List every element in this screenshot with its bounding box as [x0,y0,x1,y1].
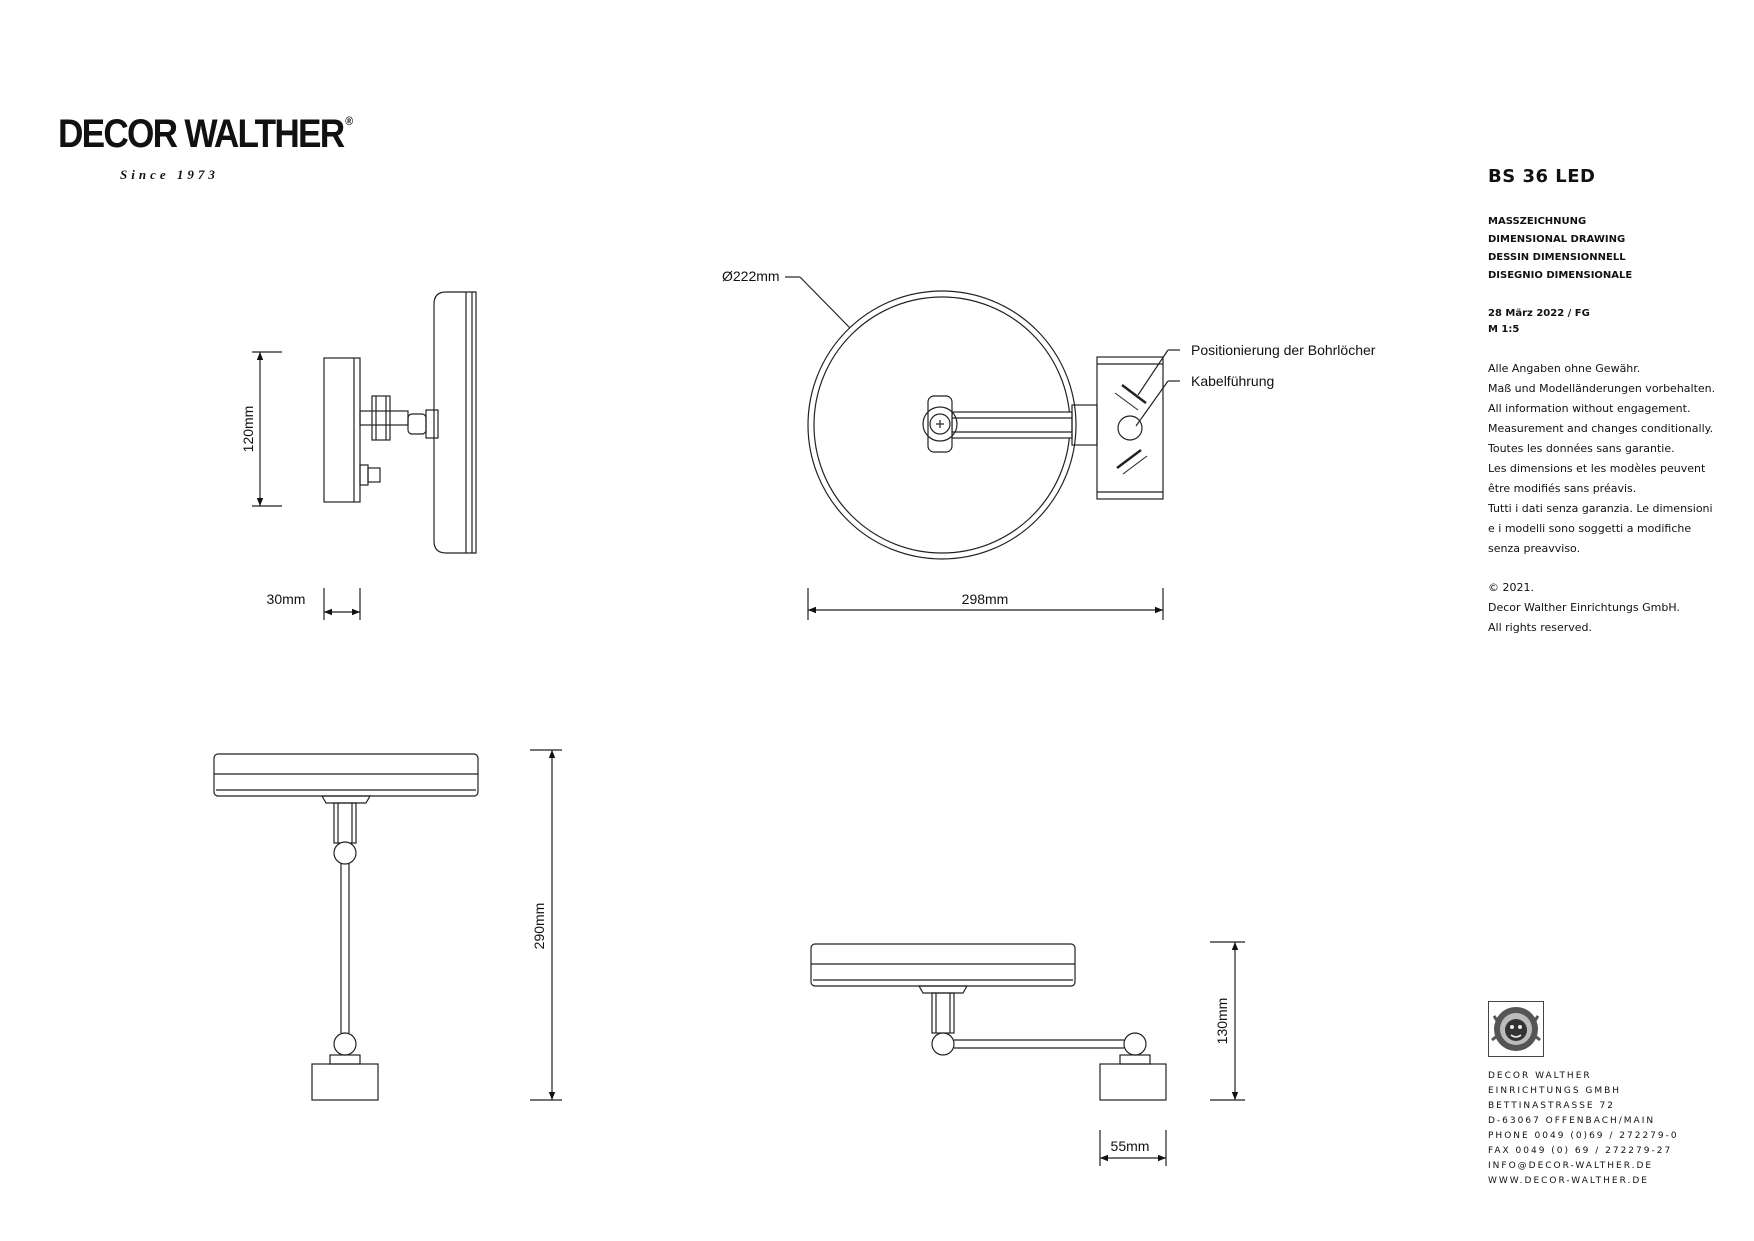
side-depth-dimension [323,588,361,620]
disclaimer-line: All information without engagement. [1488,402,1691,415]
company-address: DECOR WALTHER EINRICHTUNGS GMBH BETTINAS… [1488,1069,1679,1189]
doc-type-fr: DESSIN DIMENSIONNELL [1488,252,1626,263]
disclaimer-line: être modifiés sans préavis. [1488,482,1637,495]
disclaimer-line: e i modelli sono soggetti a modifiche [1488,522,1692,535]
copyright: © 2021. Decor Walther Einrichtungs GmbH.… [1488,578,1680,638]
side-height-label: 120mm [240,406,256,453]
doc-type-it: DISEGNIO DIMENSIONALE [1488,270,1633,281]
front-width-dimension [807,588,1164,620]
disclaimer-line: Alle Angaben ohne Gewähr. [1488,362,1641,375]
front-diameter-label: Ø222mm [722,268,780,284]
lion-emblem [1488,1001,1544,1057]
doc-type-de: MASSZEICHNUNG [1488,216,1587,227]
brand-since: Since 1973 [120,167,219,182]
company-line: WWW.DECOR-WALTHER.DE [1488,1176,1649,1186]
plate-width-label: 55mm [1111,1138,1150,1154]
document-date: 28 März 2022 / FG [1488,308,1590,319]
brand-logo: DECOR WALTHER® [58,112,353,157]
front-annotation-leaders [1135,349,1180,427]
copyright-line: Decor Walther Einrichtungs GmbH. [1488,601,1680,614]
side-view [323,291,477,554]
top-folded-label: 130mm [1214,998,1230,1045]
company-line: BETTINASTRASSE 72 [1488,1101,1615,1111]
document-scale: M 1:5 [1488,324,1520,335]
doc-type-en: DIMENSIONAL DRAWING [1488,234,1626,245]
lion-icon [1491,1007,1541,1051]
company-line: D-63067 OFFENBACH/MAIN [1488,1116,1656,1126]
disclaimer-line: Toutes les données sans garantie. [1488,442,1675,455]
disclaimer-line: senza preavviso. [1488,542,1581,555]
document-types: MASSZEICHNUNG DIMENSIONAL DRAWING DESSIN… [1488,213,1632,285]
company-line: DECOR WALTHER [1488,1071,1592,1081]
registered-mark: ® [345,114,353,128]
disclaimer-line: Measurement and changes conditionally. [1488,422,1714,435]
company-line: EINRICHTUNGS GMBH [1488,1086,1622,1096]
front-width-label: 298mm [962,591,1009,607]
top-extended-label: 290mm [531,903,547,950]
drill-holes-label: Positionierung der Bohrlöcher [1191,342,1376,358]
front-view [807,290,1164,560]
company-line: INFO@DECOR-WALTHER.DE [1488,1161,1654,1171]
disclaimer-line: Maß und Modelländerungen vorbehalten. [1488,382,1716,395]
disclaimer-line: Les dimensions et les modèles peuvent [1488,462,1706,475]
disclaimer: Alle Angaben ohne Gewähr. Maß und Modell… [1488,359,1728,559]
front-diameter-leader [785,276,851,329]
side-height-dimension [252,351,282,507]
product-title: BS 36 LED [1488,166,1596,187]
brand-name: DECOR WALTHER [58,112,345,156]
top-folded-dimension [1210,941,1245,1101]
disclaimer-line: Tutti i dati senza garanzia. Le dimensio… [1488,502,1713,515]
top-view-folded [810,943,1167,1101]
company-line: PHONE 0049 (0)69 / 272279-0 [1488,1131,1679,1141]
copyright-line: All rights reserved. [1488,621,1593,634]
top-view-extended [213,753,479,1101]
copyright-line: © 2021. [1488,581,1534,594]
company-line: FAX 0049 (0) 69 / 272279-27 [1488,1146,1673,1156]
side-depth-label: 30mm [267,591,306,607]
top-extended-dimension [530,749,562,1101]
cable-label: Kabelführung [1191,373,1274,389]
plate-width-dimension [1099,1130,1167,1166]
date-block: 28 März 2022 / FG M 1:5 [1488,306,1590,338]
